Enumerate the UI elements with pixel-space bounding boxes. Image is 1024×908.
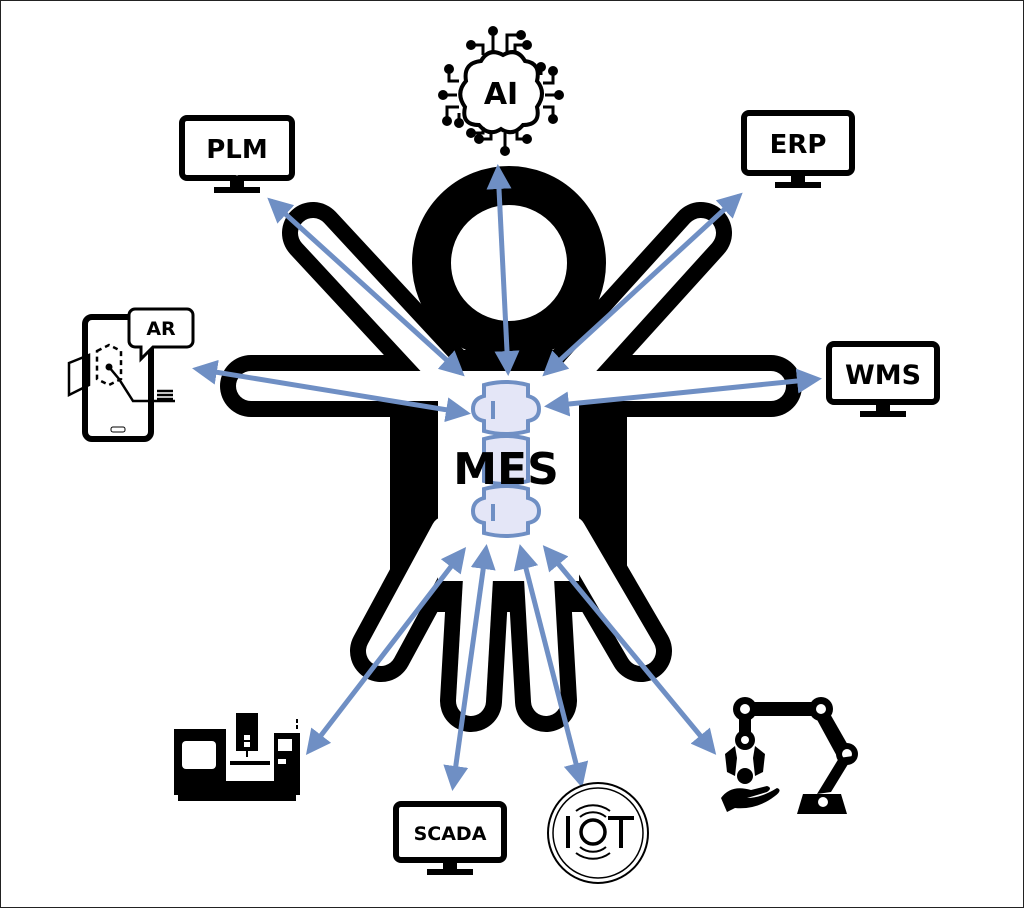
arrow-wms xyxy=(544,368,822,417)
svg-text:WMS: WMS xyxy=(845,360,921,391)
robot-arm-icon xyxy=(721,697,858,814)
plm-monitor-icon: PLM xyxy=(179,115,295,193)
svg-text:SCADA: SCADA xyxy=(414,823,487,845)
svg-text:AR: AR xyxy=(146,318,176,340)
connection-arrows xyxy=(192,164,822,791)
arrow-erp xyxy=(542,192,743,377)
arrow-ai xyxy=(486,164,520,376)
spine-icon xyxy=(470,380,542,538)
arrow-ar xyxy=(192,359,471,423)
iot-circle-icon xyxy=(547,782,649,884)
arrow-robot xyxy=(542,545,717,755)
svg-text:ERP: ERP xyxy=(770,130,827,160)
scada-monitor-icon: SCADA xyxy=(393,801,507,875)
cnc-machine-icon xyxy=(174,713,300,801)
svg-text:AI: AI xyxy=(484,77,518,112)
arrow-cnc xyxy=(305,547,467,755)
erp-monitor-icon: ERP xyxy=(741,110,855,188)
arrow-scada xyxy=(443,544,496,791)
ai-brain-circuit-icon: AI xyxy=(438,26,564,156)
mes-label: MES xyxy=(453,444,559,495)
arrow-plm xyxy=(267,197,465,377)
wms-monitor-icon: WMS xyxy=(826,341,940,417)
svg-text:PLM: PLM xyxy=(206,135,268,165)
ar-smartphone-icon: AR xyxy=(67,307,195,442)
